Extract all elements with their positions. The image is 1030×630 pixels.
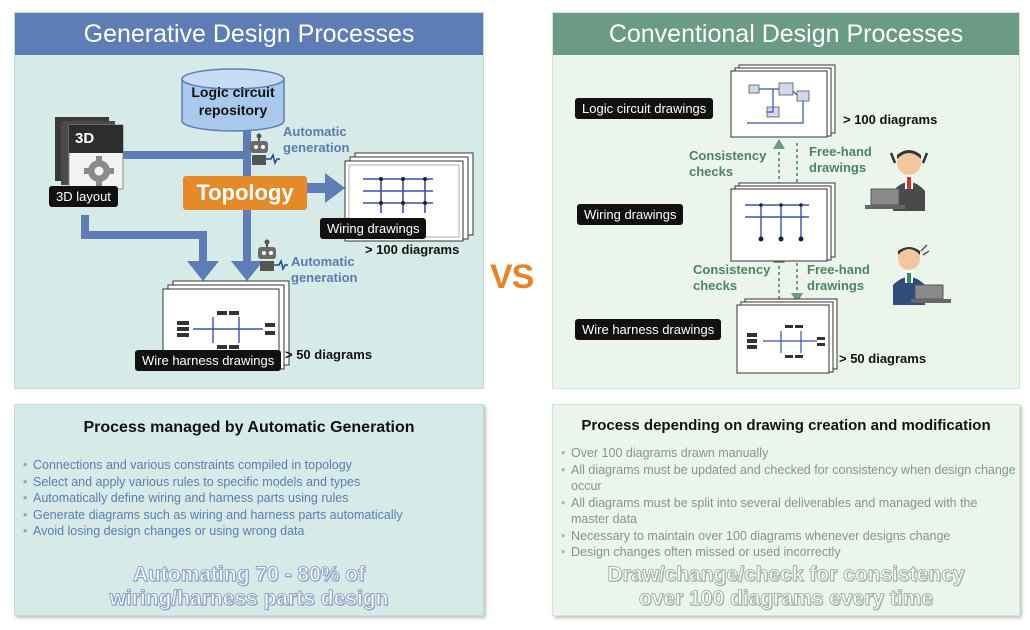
drawing-sheet-icon [736, 298, 838, 374]
harness-count: > 50 diagrams [285, 347, 373, 362]
generative-header: Generative Design Processes [15, 13, 483, 55]
wiring-label: Wiring drawings [320, 218, 427, 239]
list-item: Avoid losing design changes or using wro… [23, 523, 478, 540]
drawing-sheet-icon [730, 64, 836, 138]
list-item: All diagrams must be split into several … [561, 495, 1016, 528]
laptop-icon [865, 188, 905, 209]
3d-icon-text: 3D [75, 130, 95, 147]
logic-count: > 100 diagrams [843, 112, 938, 127]
generative-flow-arrows [81, 121, 345, 281]
generative-panel: Generative Design Processes Logic circui… [14, 12, 484, 389]
gen-summary-title: Process managed by Automatic Generation [83, 419, 415, 436]
arrow-icon [773, 139, 785, 149]
logic-label: Logic circuit drawings [575, 98, 714, 119]
freehand-note-1: Free-hand drawings [809, 144, 872, 175]
list-item: Connections and various constraints comp… [23, 457, 478, 474]
consistency-note-1: Consistency checks [689, 148, 767, 179]
conventional-summary-panel: Process depending on drawing creation an… [552, 404, 1020, 616]
harness-count-conventional: > 50 diagrams [839, 351, 927, 366]
stressed-engineer-icon [865, 150, 929, 211]
topology-badge: Topology [183, 176, 307, 210]
robot-icon [258, 239, 288, 272]
layout-label: 3D layout [49, 186, 118, 207]
conventional-panel: Conventional Design Processes [552, 12, 1020, 389]
auto-gen-note-2: Automatic generation [291, 254, 358, 285]
gen-highlight: Automating 70 - 80% of wiring/harness pa… [15, 563, 483, 611]
robot-icon [250, 133, 280, 166]
3d-document-icon [55, 117, 124, 190]
generative-summary-panel: Process managed by Automatic Generation … [14, 404, 484, 616]
drawing-sheet-icon [730, 182, 836, 262]
gen-highlight-line-1: Automating 70 - 80% of [132, 563, 366, 587]
harness-label-conventional: Wire harness drawings [575, 319, 722, 340]
vs-label: VS [490, 258, 534, 296]
con-summary-title: Process depending on drawing creation an… [581, 417, 991, 434]
database-icon [181, 68, 285, 132]
wiring-count: > 100 diagrams [365, 242, 460, 257]
conventional-header: Conventional Design Processes [553, 13, 1019, 55]
con-highlight: Draw/change/check for consistency over 1… [553, 563, 1019, 611]
arrow-icon [791, 293, 803, 303]
list-item: Over 100 diagrams drawn manually [561, 445, 1016, 462]
harness-label: Wire harness drawings [135, 350, 282, 371]
list-item: All diagrams must be updated and checked… [561, 462, 1016, 495]
freehand-note-2: Free-hand drawings [807, 262, 870, 293]
list-item: Design changes often missed or used inco… [561, 544, 1016, 561]
list-item: Necessary to maintain over 100 diagrams … [561, 528, 1016, 545]
repository-label: Logic circuit repository [191, 84, 275, 118]
con-summary-list: Over 100 diagrams drawn manually All dia… [561, 445, 1016, 561]
auto-gen-note-1: Automatic generation [283, 124, 350, 155]
laptop-icon [911, 284, 951, 303]
con-highlight-line-2: over 100 diagrams every time [638, 587, 934, 611]
stressed-engineer-icon [893, 244, 951, 305]
gen-summary-list: Connections and various constraints comp… [23, 457, 478, 540]
gear-icon [84, 156, 114, 186]
list-item: Select and apply various rules to specif… [23, 474, 478, 491]
wiring-label-conventional: Wiring drawings [577, 204, 684, 225]
list-item: Generate diagrams such as wiring and har… [23, 507, 478, 524]
con-highlight-line-1: Draw/change/check for consistency [607, 563, 965, 587]
gen-highlight-line-2: wiring/harness parts design [109, 587, 389, 611]
consistency-note-2: Consistency checks [693, 262, 771, 293]
list-item: Automatically define wiring and harness … [23, 490, 478, 507]
